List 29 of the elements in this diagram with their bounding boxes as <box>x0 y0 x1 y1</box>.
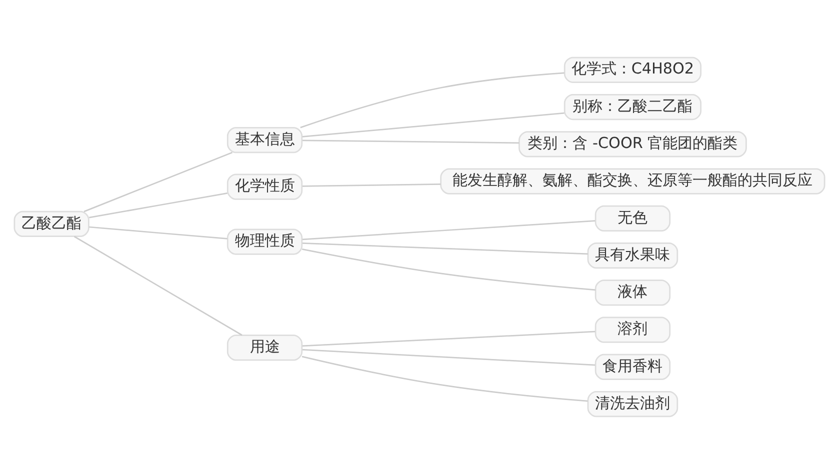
node-box: 化学式：C4H8O2 <box>564 56 702 83</box>
connector <box>302 183 441 187</box>
node-box: 清洗去油剂 <box>587 391 678 418</box>
node-box: 能发生醇解、氨解、酯交换、还原等一般酯的共同反应 <box>440 168 826 194</box>
connector <box>302 140 520 144</box>
node-box: 基本信息 <box>226 126 303 154</box>
connector <box>302 220 596 240</box>
connector <box>89 192 228 218</box>
node-box: 食用香料 <box>594 354 671 380</box>
node-box: 具有水果味 <box>587 242 678 269</box>
node-box: 别称：乙酸二乙酯 <box>564 94 702 120</box>
connector <box>302 248 596 291</box>
connector <box>300 72 564 128</box>
connector <box>302 330 596 347</box>
connector <box>89 226 228 240</box>
connector <box>302 348 596 366</box>
connector <box>302 356 588 402</box>
connector <box>302 242 588 255</box>
node-box: 无色 <box>594 205 671 232</box>
connector <box>74 236 242 336</box>
connector <box>302 112 564 138</box>
node-box: 用途 <box>226 334 303 361</box>
node-box: 类别：含 -COOR 官能团的酯类 <box>518 131 747 158</box>
connector <box>84 152 232 212</box>
node-box: 液体 <box>594 280 671 306</box>
node-box: 乙酸乙酯 <box>14 210 90 237</box>
node-box: 化学性质 <box>226 174 303 200</box>
node-box: 溶剂 <box>594 316 671 343</box>
node-box: 物理性质 <box>226 228 303 255</box>
